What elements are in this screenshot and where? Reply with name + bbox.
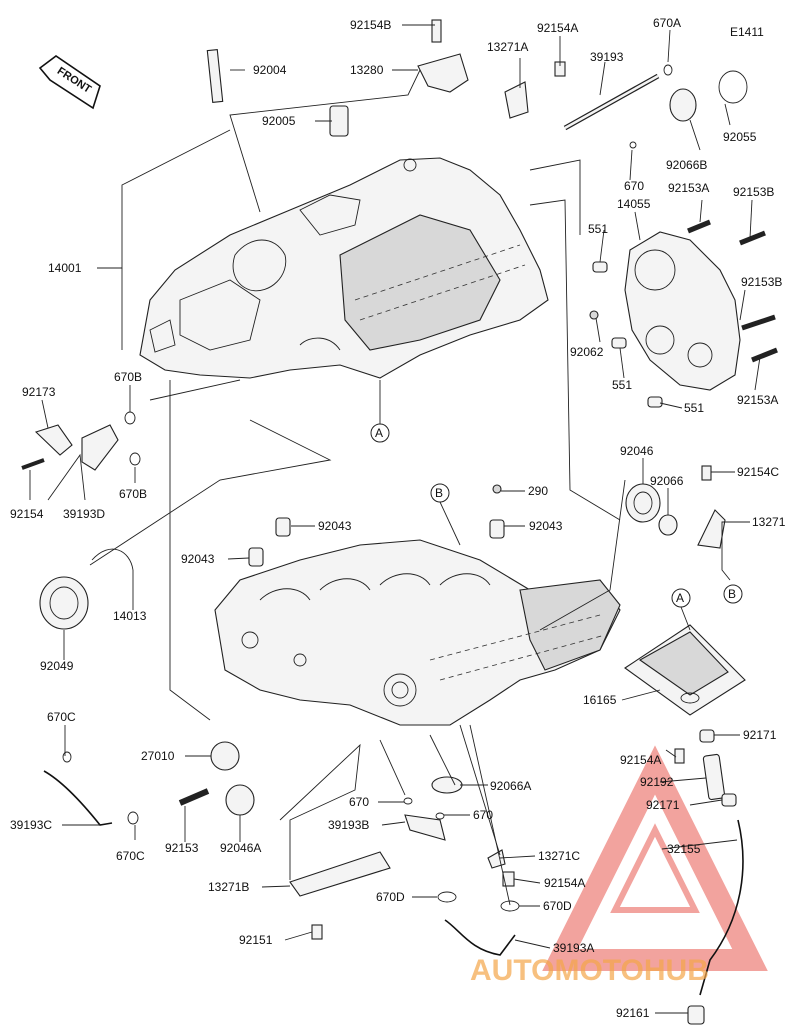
part-label-13280: 13280 bbox=[350, 63, 384, 77]
part-label-92154A-top: 92154A bbox=[537, 21, 578, 35]
part-label-13271B: 13271B bbox=[208, 880, 249, 894]
front-arrow-icon: FRONT bbox=[38, 55, 101, 110]
part-label-92171-b: 92171 bbox=[646, 798, 680, 812]
part-label-670B-top: 670B bbox=[114, 370, 142, 384]
leader-lines bbox=[29, 24, 761, 1014]
part-label-670: 670 bbox=[624, 179, 644, 193]
watermark-text: AUTOMOTOHUB bbox=[470, 954, 709, 987]
diagram-code: E1411 bbox=[730, 25, 764, 39]
part-label-92004: 92004 bbox=[253, 63, 287, 77]
part-label-92066: 92066 bbox=[650, 474, 684, 488]
part-label-39193C: 39193C bbox=[10, 818, 52, 832]
part-label-14013: 14013 bbox=[113, 609, 147, 623]
part-label-551-b: 551 bbox=[612, 378, 632, 392]
part-label-92154A-low: 92154A bbox=[544, 876, 585, 890]
part-label-13271C: 13271C bbox=[538, 849, 580, 863]
part-label-39193D: 39193D bbox=[63, 507, 105, 521]
lower-crankcase bbox=[214, 539, 621, 726]
part-label-92154C: 92154C bbox=[737, 465, 779, 479]
callout-a-right: A bbox=[676, 591, 684, 605]
part-label-92154: 92154 bbox=[10, 507, 44, 521]
part-label-551-a: 551 bbox=[588, 222, 608, 236]
part-label-92066B: 92066B bbox=[666, 158, 707, 172]
part-label-92173: 92173 bbox=[22, 385, 56, 399]
part-label-670D-a: 670D bbox=[376, 890, 405, 904]
part-label-92192: 92192 bbox=[640, 775, 674, 789]
watermark-logo bbox=[542, 745, 768, 971]
part-label-670-bot2: 670 bbox=[473, 808, 493, 822]
part-label-13271: 13271 bbox=[752, 515, 786, 529]
part-label-92151: 92151 bbox=[239, 933, 273, 947]
part-label-27010: 27010 bbox=[141, 749, 175, 763]
callout-b-top: B bbox=[435, 486, 443, 500]
part-label-92043-c: 92043 bbox=[529, 519, 563, 533]
part-label-92154B: 92154B bbox=[350, 18, 391, 32]
oil-pan-plate bbox=[624, 624, 746, 716]
part-label-92046: 92046 bbox=[620, 444, 654, 458]
part-label-670A: 670A bbox=[653, 16, 681, 30]
part-label-92055: 92055 bbox=[723, 130, 757, 144]
callout-b-right: B bbox=[728, 587, 736, 601]
part-label-92154A-mid: 92154A bbox=[620, 753, 661, 767]
part-label-92049: 92049 bbox=[40, 659, 74, 673]
upper-crankcase bbox=[139, 157, 549, 379]
part-label-92153A-top: 92153A bbox=[668, 181, 709, 195]
part-label-670B-bot: 670B bbox=[119, 487, 147, 501]
part-label-14001: 14001 bbox=[48, 261, 82, 275]
part-label-39193A: 39193A bbox=[553, 941, 594, 955]
part-label-92046A: 92046A bbox=[220, 841, 261, 855]
part-label-670C-top: 670C bbox=[47, 710, 76, 724]
part-label-39193: 39193 bbox=[590, 50, 624, 64]
part-label-92161: 92161 bbox=[616, 1006, 650, 1020]
part-label-92043-a: 92043 bbox=[318, 519, 352, 533]
part-label-670C-bot: 670C bbox=[116, 849, 145, 863]
cover-14055 bbox=[624, 231, 741, 391]
part-label-670D-b: 670D bbox=[543, 899, 572, 913]
part-label-92043-b: 92043 bbox=[181, 552, 215, 566]
part-label-92171-a: 92171 bbox=[743, 728, 777, 742]
part-label-670-bot: 670 bbox=[349, 795, 369, 809]
callout-circles: A B B A bbox=[370, 380, 743, 631]
part-label-92153-bot: 92153 bbox=[165, 841, 199, 855]
part-label-92066A: 92066A bbox=[490, 779, 531, 793]
callout-a-top: A bbox=[375, 426, 383, 440]
part-label-290: 290 bbox=[528, 484, 548, 498]
part-labels: E1411 92154B 92154A 670A 13271A 39193 92… bbox=[10, 16, 786, 1020]
part-label-92153A-bot: 92153A bbox=[737, 393, 778, 407]
part-label-32155: 32155 bbox=[667, 842, 701, 856]
part-label-92005: 92005 bbox=[262, 114, 296, 128]
part-label-39193B: 39193B bbox=[328, 818, 369, 832]
part-label-14055: 14055 bbox=[617, 197, 651, 211]
part-label-16165: 16165 bbox=[583, 693, 617, 707]
part-label-551-c: 551 bbox=[684, 401, 704, 415]
part-label-92062: 92062 bbox=[570, 345, 604, 359]
part-label-92153B-mid: 92153B bbox=[741, 275, 782, 289]
part-label-92153B-top: 92153B bbox=[733, 185, 774, 199]
part-label-13271A: 13271A bbox=[487, 40, 528, 54]
